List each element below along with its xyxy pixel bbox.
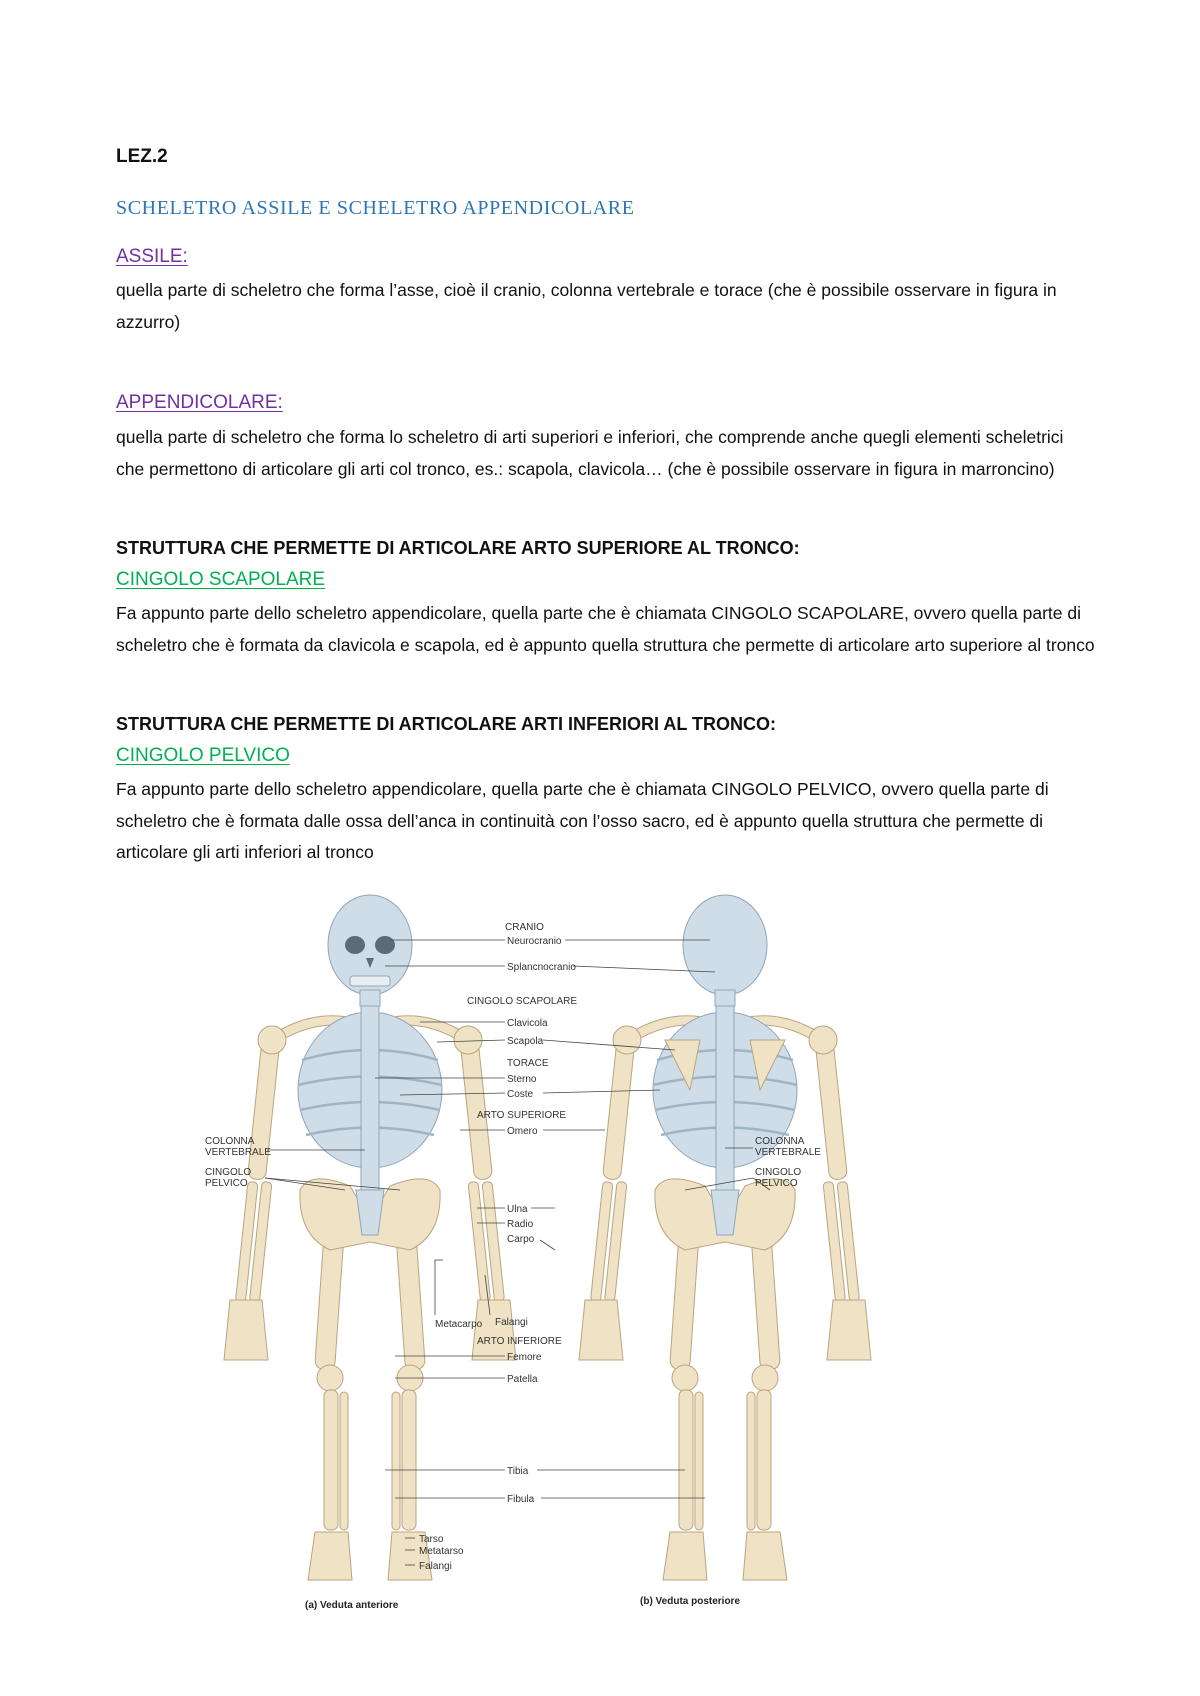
lesson-number: LEZ.2 [116,146,168,167]
caption-posterior: (b) Veduta posteriore [640,1596,740,1607]
label-cingolo-scapolare: CINGOLO SCAPOLARE [467,996,577,1007]
label-metatarso: Metatarso [419,1546,464,1557]
paragraph-cingolo-scapolare: Fa appunto parte dello scheletro appendi… [116,603,1095,655]
label-colonna-1: COLONNA [205,1136,255,1147]
label-cingolo-pelvico-2: PELVICO [205,1178,248,1189]
label-omero: Omero [507,1126,538,1137]
heading-appendicolare: APPENDICOLARE: [116,392,283,413]
skeleton-figure: .ax { fill: #cfdde8; stroke: #8fa6b8; st… [205,893,873,1611]
heading-struttura-inferiore: STRUTTURA CHE PERMETTE DI ARTICOLARE ART… [116,714,776,734]
label-colonna-2: VERTEBRALE [205,1147,271,1158]
label-neurocranio: Neurocranio [507,936,562,947]
label-splancnocranio: Splancnocranio [507,962,576,973]
caption-anterior: (a) Veduta anteriore [305,1600,399,1611]
label-cingolo-pelvico-1-posterior: CINGOLO [755,1167,801,1178]
label-tibia: Tibia [507,1466,529,1477]
label-scapola: Scapola [507,1036,544,1047]
posterior-skeleton [577,893,873,1582]
heading-assile: ASSILE: [116,246,188,267]
label-falangi: Falangi [495,1317,528,1328]
subheading-cingolo-scapolare: CINGOLO SCAPOLARE [116,569,326,590]
heading-struttura-superiore: STRUTTURA CHE PERMETTE DI ARTICOLARE ART… [116,538,800,558]
label-cingolo-pelvico-1: CINGOLO [205,1167,251,1178]
label-colonna-2-posterior: VERTEBRALE [755,1147,821,1158]
leader-lines [264,939,771,1566]
label-falangi-piede: Falangi [419,1561,452,1572]
paragraph-appendicolare: quella parte di scheletro che forma lo s… [116,427,1064,479]
label-colonna-1-posterior: COLONNA [755,1136,805,1147]
paragraph-assile: quella parte di scheletro che forma l’as… [116,280,1057,332]
label-cranio: CRANIO [505,922,544,933]
subheading-cingolo-pelvico: CINGOLO PELVICO [116,745,290,766]
label-metacarpo: Metacarpo [435,1319,483,1330]
label-ulna: Ulna [507,1204,528,1215]
paragraph-cingolo-pelvico: Fa appunto parte dello scheletro appendi… [116,779,1049,862]
label-patella: Patella [507,1374,538,1385]
label-cingolo-pelvico-2-posterior: PELVICO [755,1178,798,1189]
label-femore: Femore [507,1352,542,1363]
label-carpo: Carpo [507,1234,535,1245]
page-title: SCHELETRO ASSILE E SCHELETRO APPENDICOLA… [116,197,635,219]
label-torace: TORACE [507,1058,549,1069]
label-fibula: Fibula [507,1494,535,1505]
label-sterno: Sterno [507,1074,537,1085]
label-coste: Coste [507,1089,534,1100]
label-radio: Radio [507,1219,534,1230]
label-arto-superiore: ARTO SUPERIORE [477,1110,566,1121]
label-tarso: Tarso [419,1534,444,1545]
label-arto-inferiore: ARTO INFERIORE [477,1336,562,1347]
anterior-skeleton [222,893,518,1582]
label-clavicola: Clavicola [507,1018,548,1029]
